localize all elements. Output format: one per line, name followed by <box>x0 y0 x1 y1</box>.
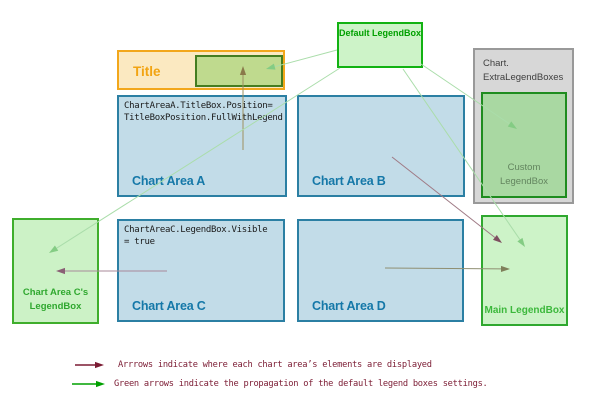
chart-area-a-label: Chart Area A <box>132 174 206 188</box>
arrow-head-legend-key-red-arrow <box>95 361 104 369</box>
default-legend-box-label: Default LegendBox <box>339 28 422 38</box>
chart-area-c-legend-box-label: Chart Area C's LegendBox <box>22 287 89 312</box>
title-legend-box <box>195 55 283 87</box>
chart-area-c-code: ChartAreaC.LegendBox.Visible = true <box>124 225 268 248</box>
chart-area-c: ChartAreaC.LegendBox.Visible = true Char… <box>117 219 285 322</box>
arrow-head-legend-key-green-arrow <box>96 380 105 388</box>
default-legend-box: Default LegendBox <box>337 22 423 68</box>
chart-area-b-label: Chart Area B <box>312 174 386 188</box>
main-legend-box-label: Main LegendBox <box>484 305 565 316</box>
extra-legend-boxes-label: Chart. ExtraLegendBoxes <box>483 58 564 84</box>
legend-key-green-text: Green arrows indicate the propagation of… <box>114 379 488 389</box>
custom-legend-box: Custom LegendBox <box>481 92 567 198</box>
chart-area-a-code: ChartAreaA.TitleBox.Position= TitleBoxPo… <box>124 101 283 124</box>
chart-area-d-label: Chart Area D <box>312 299 386 313</box>
chart-area-b: Chart Area B <box>297 95 465 197</box>
title-box-label: Title <box>133 64 161 79</box>
chart-area-c-label: Chart Area C <box>132 299 206 313</box>
chart-area-c-legend-box: Chart Area C's LegendBox <box>12 218 99 324</box>
chart-area-a: ChartAreaA.TitleBox.Position= TitleBoxPo… <box>117 95 287 197</box>
main-legend-box: Main LegendBox <box>481 215 568 326</box>
custom-legend-box-label: Custom LegendBox <box>499 162 549 187</box>
legend-key-red-text: Arrrows indicate where each chart area’s… <box>118 360 432 370</box>
chart-area-d: Chart Area D <box>297 219 464 322</box>
